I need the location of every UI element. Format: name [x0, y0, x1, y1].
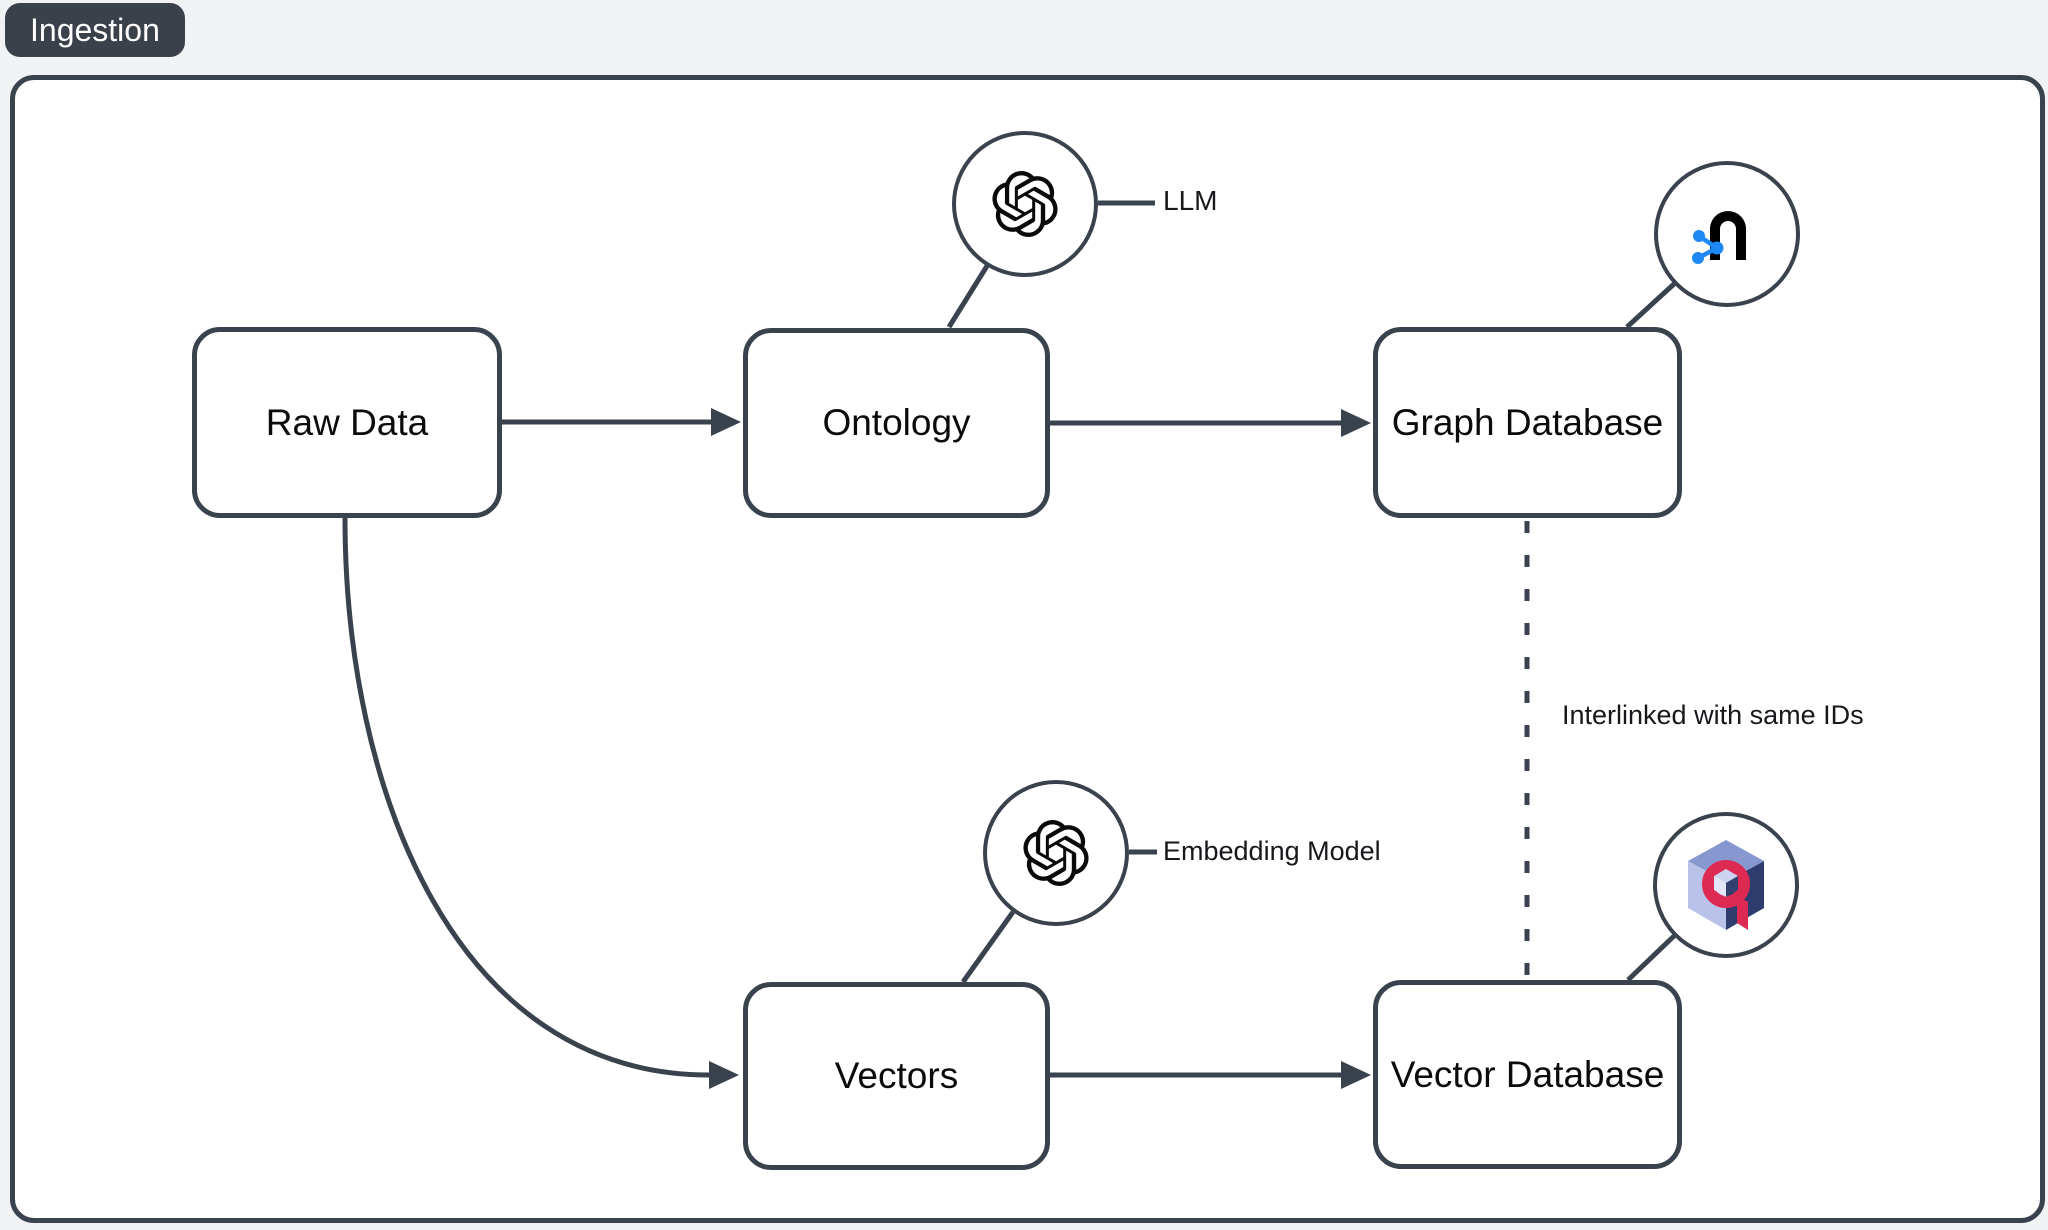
edge-rawdata-vectors: [342, 517, 710, 1078]
llm-icon-circle: [952, 131, 1098, 277]
node-raw-data-label: Raw Data: [265, 401, 429, 443]
ingestion-badge: Ingestion: [5, 3, 185, 57]
node-graph-database-label: Graph Database: [1391, 401, 1664, 443]
openai-icon: [992, 171, 1058, 237]
qdrant-icon-circle: [1653, 812, 1799, 958]
arrowhead-vectors: [709, 1061, 739, 1089]
arrowhead-vectordb: [1341, 1061, 1371, 1089]
arrowhead-graphdb: [1341, 409, 1371, 437]
neo4j-icon: [1692, 211, 1746, 264]
edge-vectordb-qdrant-icon: [1626, 934, 1676, 982]
edge-vectors-embedding-icon: [960, 910, 1016, 984]
openai-icon: [1023, 820, 1089, 886]
node-vectors: Vectors: [743, 982, 1050, 1170]
node-graph-database: Graph Database: [1373, 327, 1682, 518]
interlinked-label: Interlinked with same IDs: [1562, 700, 1864, 730]
node-ontology: Ontology: [743, 328, 1050, 518]
arrowhead-ontology: [711, 408, 741, 436]
node-vector-database: Vector Database: [1373, 980, 1682, 1169]
edge-graphdb-neo4j-icon: [1625, 282, 1676, 329]
qdrant-icon: [1688, 840, 1764, 930]
neo4j-icon-circle: [1654, 161, 1800, 307]
llm-label: LLM: [1163, 185, 1218, 216]
node-vectors-label: Vectors: [834, 1055, 959, 1096]
node-raw-data: Raw Data: [192, 327, 502, 518]
edge-ontology-llm-icon: [946, 264, 990, 329]
embedding-model-label: Embedding Model: [1163, 836, 1381, 866]
node-ontology-label: Ontology: [822, 402, 971, 443]
node-vector-database-label: Vector Database: [1390, 1053, 1665, 1095]
embedding-icon-circle: [983, 780, 1129, 926]
